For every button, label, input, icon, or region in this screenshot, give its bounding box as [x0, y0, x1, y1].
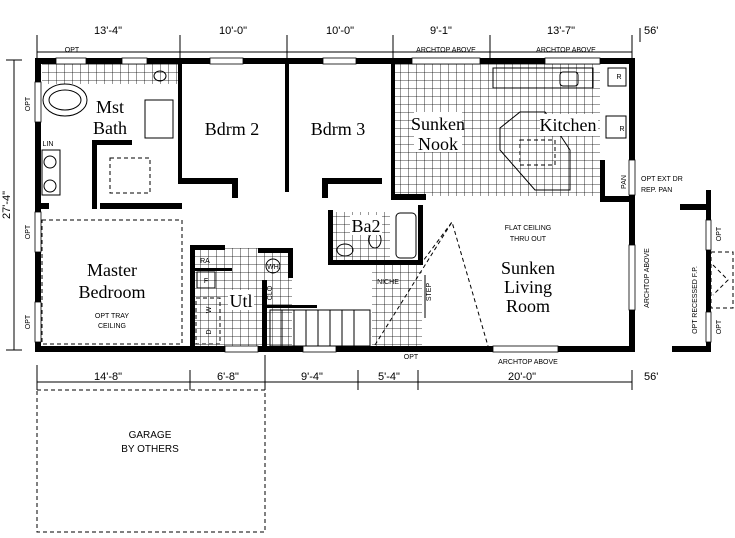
ext-dr-label-2: REP. PAN — [641, 187, 672, 194]
porch-fireplace — [672, 190, 734, 352]
w-label: W — [206, 306, 213, 313]
opt-left-2: OPT — [25, 224, 32, 239]
garage: GARAGE BY OTHERS — [36, 389, 266, 533]
dim-top-5: 13'-7" — [547, 25, 575, 37]
fixtures — [41, 67, 627, 347]
master-note-1: OPT TRAY — [95, 313, 130, 320]
f-label: F — [204, 278, 208, 285]
living-label-3: Room — [506, 296, 550, 316]
top-dimensions: 13'-4" 10'-0" 10'-0" 9'-1" 13'-7" 56' — [36, 25, 658, 58]
overall-width-top: 56' — [644, 25, 658, 37]
archtop-bottom: ARCHTOP ABOVE — [498, 359, 558, 366]
overall-depth: 27'-4" — [1, 191, 13, 219]
dim-bottom-5: 20'-0" — [508, 371, 536, 383]
bottom-dimensions: 14'-8" 6'-8" 9'-4" 5'-4" 20'-0" 56' — [36, 355, 658, 390]
archtop-top-2: ARCHTOP ABOVE — [536, 47, 596, 54]
ra-label: RA — [200, 258, 210, 265]
dim-bottom-4: 5'-4" — [378, 371, 400, 383]
annotations: OPT ARCHTOP ABOVE ARCHTOP ABOVE ARCHTOP … — [25, 47, 723, 366]
fireplace-label: OPT RECESSED F.P. — [692, 266, 699, 334]
wh-label: WH — [267, 264, 279, 271]
range-label: R — [616, 74, 621, 81]
room-labels: Mst Bath Bdrm 2 Bdrm 3 Sunken Nook Kitch… — [79, 97, 598, 330]
mst-bath-label-1: Mst — [96, 97, 124, 117]
step-label: STEP — [426, 283, 433, 302]
foyer-tile — [372, 265, 422, 347]
living-note-1: FLAT CEILING — [505, 225, 551, 232]
bath-tile — [42, 64, 178, 84]
dim-bottom-2: 6'-8" — [217, 371, 239, 383]
living-note-2: THRU OUT — [510, 236, 547, 243]
kitchen-label: Kitchen — [540, 115, 597, 135]
master-note-2: CEILING — [98, 323, 126, 330]
niche-label: NICHE — [377, 279, 399, 286]
overall-width-bottom: 56' — [644, 371, 658, 383]
archtop-right: ARCHTOP ABOVE — [644, 248, 651, 308]
dim-top-1: 13'-4" — [94, 25, 122, 37]
nook-label-2: Nook — [418, 134, 458, 154]
stairs — [269, 309, 371, 347]
bdrm2-label: Bdrm 2 — [205, 119, 260, 139]
opt-porch-2: OPT — [716, 319, 723, 334]
interior-walls — [37, 62, 632, 348]
dim-top-2: 10'-0" — [219, 25, 247, 37]
dim-top-4: 9'-1" — [430, 25, 452, 37]
windows — [34, 57, 636, 353]
archtop-top-1: ARCHTOP ABOVE — [416, 47, 476, 54]
master-label-1: Master — [87, 260, 137, 280]
ext-dr-label-1: OPT EXT DR — [641, 176, 683, 183]
dim-top-3: 10'-0" — [326, 25, 354, 37]
garage-label-1: GARAGE — [129, 430, 172, 441]
lin-label: LIN — [43, 141, 54, 148]
refrigerator-label: R — [619, 126, 624, 133]
bdrm3-label: Bdrm 3 — [311, 119, 366, 139]
opt-left-1: OPT — [25, 96, 32, 111]
clo-label: CLO — [267, 285, 274, 300]
pan-label: PAN — [621, 175, 628, 189]
dim-bottom-1: 14'-8" — [94, 371, 122, 383]
mst-bath-label-2: Bath — [93, 118, 127, 138]
master-label-2: Bedroom — [79, 282, 146, 302]
opt-left-3: OPT — [25, 314, 32, 329]
ba2-label: Ba2 — [352, 216, 381, 236]
left-dimension: 27'-4" — [1, 59, 22, 351]
d-label: D — [206, 329, 213, 334]
living-label-2: Living — [504, 277, 552, 297]
opt-bottom: OPT — [404, 354, 419, 361]
living-label-1: Sunken — [501, 258, 555, 278]
opt-top: OPT — [65, 47, 80, 54]
garage-label-2: BY OTHERS — [121, 444, 179, 455]
opt-porch-1: OPT — [716, 226, 723, 241]
utl-label: Utl — [229, 291, 252, 311]
dim-bottom-3: 9'-4" — [301, 371, 323, 383]
nook-label-1: Sunken — [411, 114, 465, 134]
